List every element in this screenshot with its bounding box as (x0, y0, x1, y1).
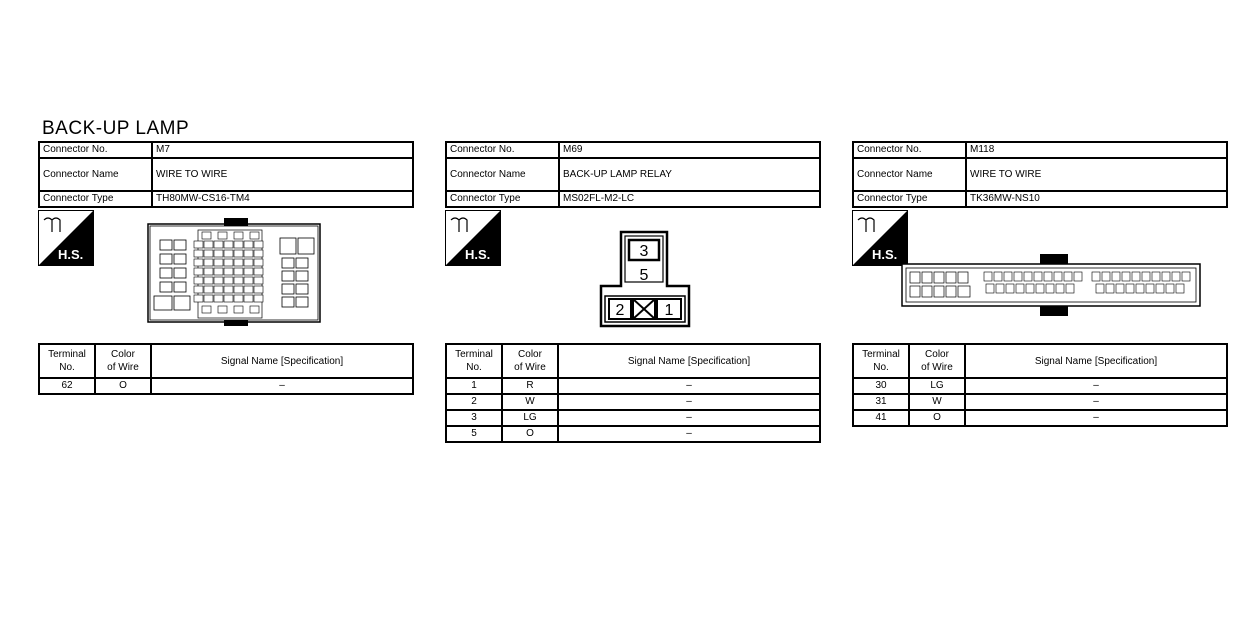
relay-pin-1: 1 (665, 302, 674, 319)
relay-pin-2: 2 (616, 302, 625, 319)
relay-connector-face-icon: 3 5 2 1 (599, 230, 691, 328)
terminal-cell: 3 (445, 409, 503, 427)
hs-badge-icon: H.S. (852, 210, 908, 266)
connector-face-picture: H.S. 3 5 2 1 (445, 208, 821, 343)
connector-name-value: WIRE TO WIRE (965, 157, 1228, 192)
relay-pin-5: 5 (640, 267, 649, 284)
connector-type-label: Connector Type (38, 190, 153, 208)
m7-connector-face-icon (147, 218, 321, 326)
connector-type-value: TK36MW-NS10 (965, 190, 1228, 208)
connector-no-label: Connector No. (38, 141, 153, 159)
signal-name-header: Signal Name [Specification] (557, 343, 821, 379)
terminal-cell: 2 (445, 393, 503, 411)
signal-cell: – (964, 409, 1228, 427)
terminal-cell: 5 (445, 425, 503, 443)
table-row: 31 W – (852, 393, 1228, 411)
terminal-cell: 31 (852, 393, 910, 411)
signal-name-header: Signal Name [Specification] (150, 343, 414, 379)
table-row: 3 LG – (445, 409, 821, 427)
connector-no-value: M7 (151, 141, 414, 159)
connector-type-value: TH80MW-CS16-TM4 (151, 190, 414, 208)
terminal-cell: 62 (38, 377, 96, 395)
signal-cell: – (964, 393, 1228, 411)
terminal-cell: 41 (852, 409, 910, 427)
table-row: 62 O – (38, 377, 414, 395)
signal-cell: – (964, 377, 1228, 395)
table-row: 1 R – (445, 377, 821, 395)
table-row: 30 LG – (852, 377, 1228, 395)
connector-name-value: WIRE TO WIRE (151, 157, 414, 192)
color-cell: W (501, 393, 559, 411)
connector-no-value: M69 (558, 141, 821, 159)
color-cell: LG (908, 377, 966, 395)
connector-no-label: Connector No. (445, 141, 560, 159)
hs-badge-label: H.S. (58, 247, 83, 262)
page-title: BACK-UP LAMP (42, 118, 190, 139)
signal-cell: – (150, 377, 414, 395)
signal-cell: – (557, 425, 821, 443)
table-row: 2 W – (445, 393, 821, 411)
terminal-cell: 1 (445, 377, 503, 395)
connector-no-value: M118 (965, 141, 1228, 159)
signal-cell: – (557, 393, 821, 411)
color-cell: W (908, 393, 966, 411)
connector-face-picture: H.S. (852, 208, 1228, 343)
signal-name-header: Signal Name [Specification] (964, 343, 1228, 379)
color-cell: O (501, 425, 559, 443)
connector-no-label: Connector No. (852, 141, 967, 159)
color-cell: R (501, 377, 559, 395)
table-row: 41 O – (852, 409, 1228, 427)
terminal-cell: 30 (852, 377, 910, 395)
connector-name-label: Connector Name (852, 157, 967, 192)
m118-connector-face-icon (901, 254, 1201, 316)
signal-cell: – (557, 409, 821, 427)
hs-badge-icon: H.S. (445, 210, 501, 266)
connector-name-value: BACK-UP LAMP RELAY (558, 157, 821, 192)
svg-text:H.S.: H.S. (872, 247, 897, 262)
connector-type-label: Connector Type (852, 190, 967, 208)
connector-type-label: Connector Type (445, 190, 560, 208)
hs-badge-icon: H.S. (38, 210, 94, 266)
color-cell: O (908, 409, 966, 427)
relay-pin-3: 3 (640, 243, 649, 260)
connector-name-label: Connector Name (38, 157, 153, 192)
connector-name-label: Connector Name (445, 157, 560, 192)
connector-face-picture: H.S. (38, 208, 414, 343)
color-cell: LG (501, 409, 559, 427)
svg-text:H.S.: H.S. (465, 247, 490, 262)
signal-cell: – (557, 377, 821, 395)
connector-type-value: MS02FL-M2-LC (558, 190, 821, 208)
color-cell: O (94, 377, 152, 395)
table-row: 5 O – (445, 425, 821, 443)
